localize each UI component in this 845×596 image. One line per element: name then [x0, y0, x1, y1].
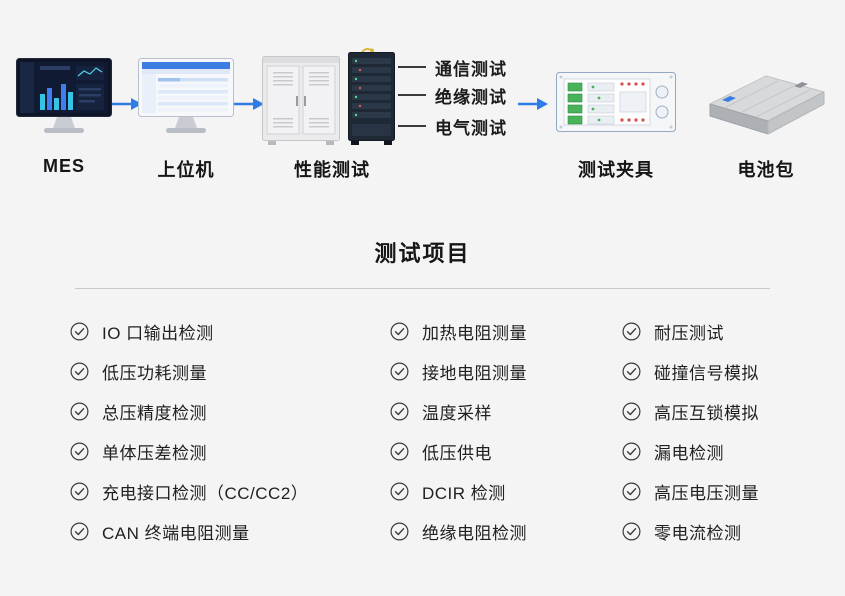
branch-label: 绝缘测试 — [435, 87, 507, 107]
test-item: 高压电压测量 — [622, 471, 810, 511]
test-item-label: 低压功耗测量 — [102, 363, 207, 383]
test-item-label: 总压精度检测 — [102, 403, 207, 423]
battery-pack-illustration — [698, 56, 834, 146]
check-circle-icon — [622, 322, 641, 341]
test-item: 耐压测试 — [622, 311, 810, 351]
test-item-label: 高压电压测量 — [654, 483, 759, 503]
flow-arrow-icon — [234, 96, 264, 117]
host-pc-monitor-illustration — [138, 58, 234, 136]
test-items-grid: IO 口输出检测 低压功耗测量 总压精度检测 单体压差检测 充电接口检测（CC/… — [70, 311, 810, 551]
check-circle-icon — [622, 362, 641, 381]
flow-node-host-pc — [138, 58, 234, 136]
test-items-column-1: IO 口输出检测 低压功耗测量 总压精度检测 单体压差检测 充电接口检测（CC/… — [70, 311, 390, 551]
test-item: CAN 终端电阻测量 — [70, 511, 390, 551]
check-circle-icon — [70, 442, 89, 461]
flow-label-test-fixture: 测试夹具 — [578, 160, 654, 180]
check-circle-icon — [390, 482, 409, 501]
check-circle-icon — [390, 362, 409, 381]
branch-row-electrical-test: 电气测试 — [398, 115, 507, 138]
test-item: 低压功耗测量 — [70, 351, 390, 391]
flow-label-host-pc: 上位机 — [157, 160, 215, 180]
connector-line — [398, 66, 426, 68]
test-item-label: DCIR 检测 — [422, 483, 506, 503]
test-item-label: 接地电阻测量 — [422, 363, 527, 383]
check-circle-icon — [70, 482, 89, 501]
flow-label-performance-test: 性能测试 — [294, 160, 370, 180]
test-item-label: 低压供电 — [422, 443, 492, 463]
divider-line — [75, 288, 770, 289]
connector-line — [398, 125, 426, 127]
test-item-label: 碰撞信号模拟 — [654, 363, 759, 383]
test-fixture-illustration — [556, 72, 676, 132]
test-item-label: IO 口输出检测 — [102, 323, 214, 343]
section-title: 测试项目 — [374, 241, 471, 266]
check-circle-icon — [622, 522, 641, 541]
branch-label: 电气测试 — [435, 118, 507, 138]
test-item: 漏电检测 — [622, 431, 810, 471]
test-item-label: 耐压测试 — [654, 323, 724, 343]
test-item-label: 绝缘电阻检测 — [422, 523, 527, 543]
check-circle-icon — [70, 402, 89, 421]
flow-arrow-icon — [518, 96, 548, 117]
test-item: 温度采样 — [390, 391, 622, 431]
flow-node-mes — [16, 58, 112, 136]
check-circle-icon — [70, 362, 89, 381]
test-item-label: 零电流检测 — [654, 523, 742, 543]
process-flow-diagram: MES — [0, 0, 845, 200]
test-cabinet-illustration — [262, 48, 402, 148]
flow-node-performance-test — [262, 48, 402, 148]
test-item: 接地电阻测量 — [390, 351, 622, 391]
test-item: 充电接口检测（CC/CC2） — [70, 471, 390, 511]
flow-node-test-fixture — [556, 72, 676, 132]
test-item-label: 高压互锁模拟 — [654, 403, 759, 423]
test-item-label: 充电接口检测（CC/CC2） — [102, 483, 309, 503]
flow-label-battery-pack: 电池包 — [737, 160, 795, 180]
test-item: 零电流检测 — [622, 511, 810, 551]
test-item: 绝缘电阻检测 — [390, 511, 622, 551]
test-item-label: 单体压差检测 — [102, 443, 207, 463]
test-item-label: CAN 终端电阻测量 — [102, 523, 250, 543]
branch-row-communication-test: 通信测试 — [398, 56, 507, 79]
test-item: DCIR 检测 — [390, 471, 622, 511]
check-circle-icon — [622, 442, 641, 461]
test-items-column-3: 耐压测试 碰撞信号模拟 高压互锁模拟 漏电检测 高压电压测量 零电流检测 — [622, 311, 810, 551]
connector-line — [398, 94, 426, 96]
flow-node-battery-pack — [698, 56, 834, 146]
check-circle-icon — [622, 402, 641, 421]
check-circle-icon — [70, 522, 89, 541]
flow-label-mes: MES — [42, 156, 85, 176]
branch-label: 通信测试 — [435, 59, 507, 79]
mes-monitor-illustration — [16, 58, 112, 136]
check-circle-icon — [390, 442, 409, 461]
test-item: 总压精度检测 — [70, 391, 390, 431]
check-circle-icon — [390, 402, 409, 421]
flow-arrow-icon — [112, 96, 142, 117]
test-item: 低压供电 — [390, 431, 622, 471]
test-item: 碰撞信号模拟 — [622, 351, 810, 391]
test-item-label: 温度采样 — [422, 403, 492, 423]
test-item-label: 漏电检测 — [654, 443, 724, 463]
test-item: 单体压差检测 — [70, 431, 390, 471]
test-item: 加热电阻测量 — [390, 311, 622, 351]
check-circle-icon — [390, 322, 409, 341]
test-item-label: 加热电阻测量 — [422, 323, 527, 343]
check-circle-icon — [70, 322, 89, 341]
test-item: IO 口输出检测 — [70, 311, 390, 351]
test-items-column-2: 加热电阻测量 接地电阻测量 温度采样 低压供电 DCIR 检测 绝缘电阻检测 — [390, 311, 622, 551]
check-circle-icon — [622, 482, 641, 501]
test-item: 高压互锁模拟 — [622, 391, 810, 431]
check-circle-icon — [390, 522, 409, 541]
branch-row-insulation-test: 绝缘测试 — [398, 84, 507, 107]
